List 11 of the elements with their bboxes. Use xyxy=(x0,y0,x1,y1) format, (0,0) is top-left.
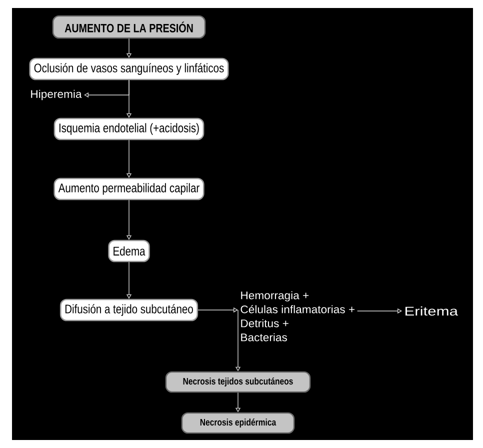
process-box: Isquemia endotelial (+acidosis) xyxy=(54,118,204,140)
text-label: Hiperemia xyxy=(31,90,82,100)
process-box: Edema xyxy=(108,240,150,262)
process-box: Necrosis epidérmica xyxy=(181,412,295,434)
text-label: Hemorragia + Células inflamatorias + Detritus + Bacterias xyxy=(240,291,355,342)
process-box: Oclusión de vasos sanguíneos y linfáticos xyxy=(29,58,229,80)
process-box: AUMENTO DE LA PRESIÓN xyxy=(52,15,206,39)
process-box: Aumento permeabilidad capilar xyxy=(54,178,204,200)
process-box: Necrosis tejidos subcutáneos xyxy=(165,371,311,393)
text-label: Eritema xyxy=(405,306,458,316)
process-box: Difusión a tejido subcutáneo xyxy=(60,298,198,322)
